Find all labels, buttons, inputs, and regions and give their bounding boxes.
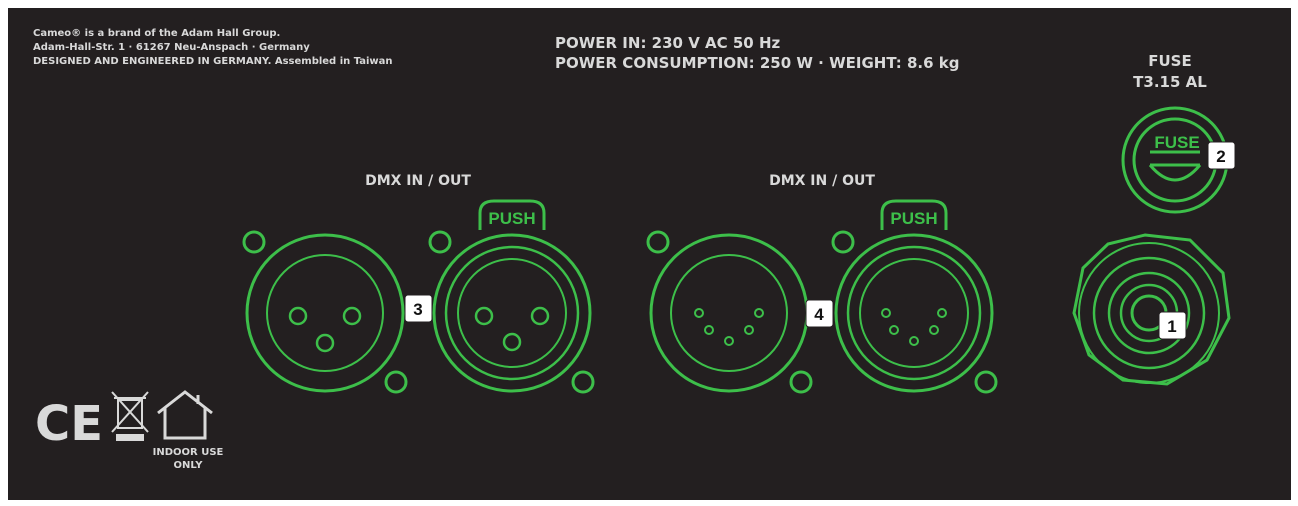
push-label-1: PUSH (488, 209, 535, 228)
dmx-badge-3: 3 (404, 294, 433, 323)
power-in-text: POWER IN: 230 V AC 50 Hz (555, 34, 781, 52)
indoor-use-line-2: ONLY (174, 460, 204, 471)
dmx-in-3pin-connector[interactable] (242, 230, 408, 394)
brand-line-2: Adam-Hall-Str. 1 · 61267 Neu-Anspach · G… (33, 42, 310, 53)
dmx-badge-4: 4 (805, 299, 834, 328)
dmx-out-5pin-connector[interactable]: PUSH (831, 199, 998, 394)
svg-text:2: 2 (1216, 147, 1225, 166)
push-latch-2[interactable] (880, 199, 948, 230)
fuse-rating: T3.15 AL (1133, 73, 1207, 91)
brand-line-3: DESIGNED AND ENGINEERED IN GERMANY. Asse… (33, 56, 393, 67)
dmx-label-1: DMX IN / OUT (365, 173, 471, 189)
dmx-label-2: DMX IN / OUT (769, 173, 875, 189)
rear-panel (8, 8, 1291, 500)
house-icon (157, 390, 213, 440)
fuse-cap-icon (1148, 150, 1202, 182)
svg-text:3: 3 (413, 300, 422, 319)
weee-bin-icon (111, 391, 149, 433)
weee-bar (116, 434, 144, 441)
indoor-use-line-1: INDOOR USE (153, 447, 224, 458)
power-consumption-text: POWER CONSUMPTION: 250 W · WEIGHT: 8.6 k… (555, 54, 959, 72)
fuse-title: FUSE (1148, 52, 1191, 70)
fuse-holder-label: FUSE (1154, 133, 1199, 152)
brand-line-1: Cameo® is a brand of the Adam Hall Group… (33, 28, 280, 39)
power-input-socket[interactable] (1072, 233, 1231, 386)
push-label-2: PUSH (890, 209, 937, 228)
ce-mark: CE (35, 396, 103, 452)
fuse-badge: 2 (1207, 141, 1236, 170)
dmx-out-3pin-connector[interactable]: PUSH (428, 199, 595, 394)
dmx-in-5pin-connector[interactable] (646, 230, 813, 394)
svg-text:4: 4 (814, 305, 824, 324)
power-badge: 1 (1158, 311, 1187, 340)
push-latch-1[interactable] (478, 199, 546, 230)
fuse-holder[interactable]: FUSE (1121, 106, 1229, 214)
svg-text:1: 1 (1167, 317, 1176, 336)
